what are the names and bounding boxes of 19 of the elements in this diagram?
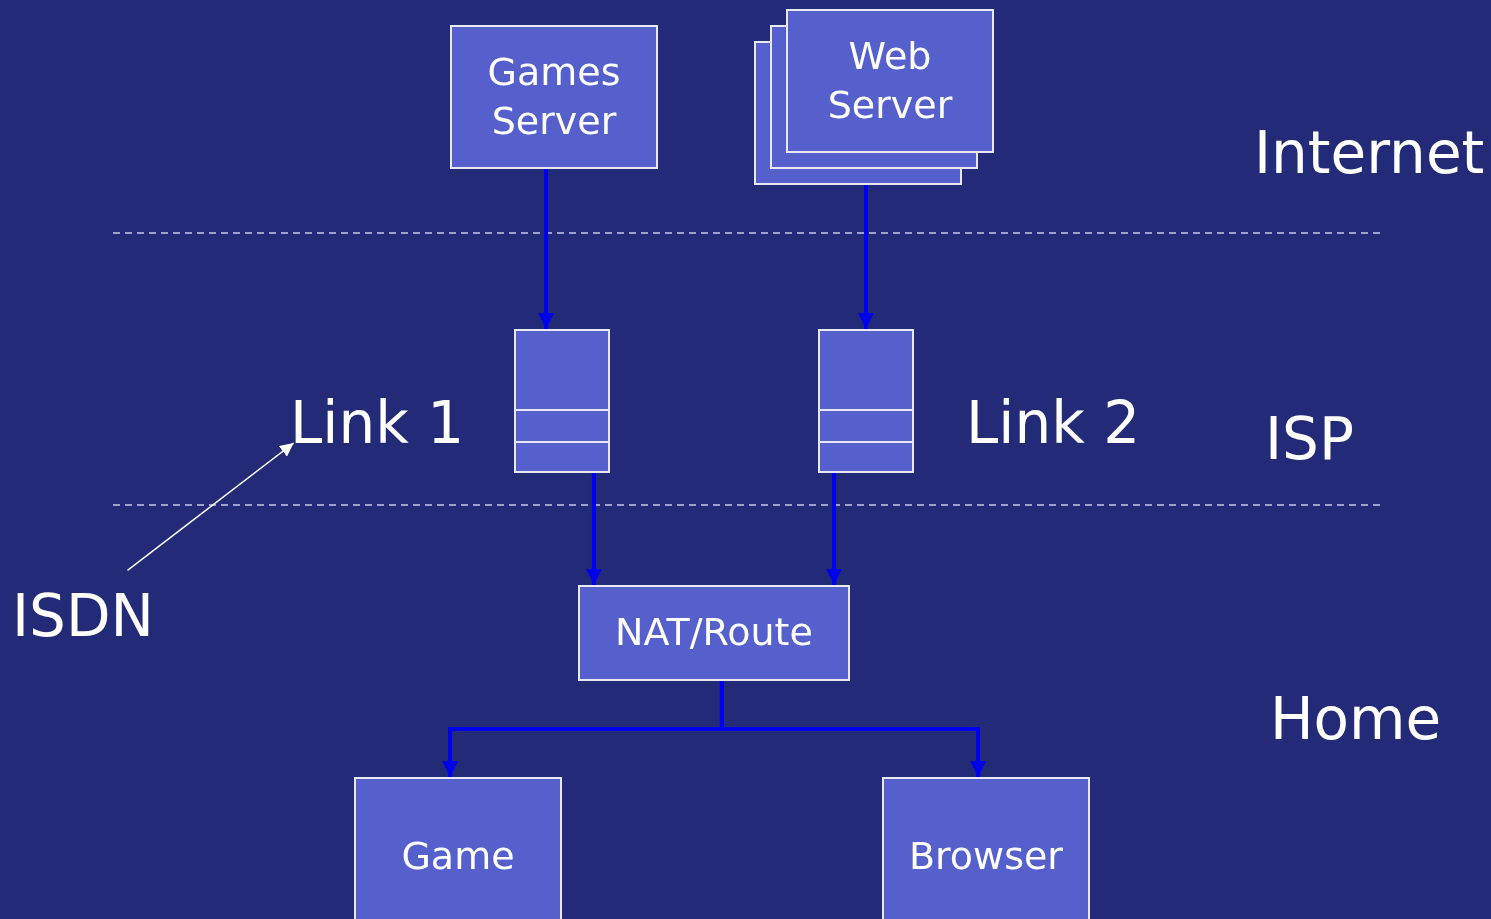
zone-label: Home: [1270, 688, 1442, 752]
connector-arrow: [719, 681, 987, 777]
queue-box: [818, 329, 914, 473]
device-box: Game: [354, 777, 562, 919]
stacked-server-box: Web Server: [786, 9, 994, 153]
connector-arrow: [858, 185, 874, 329]
link-label: Link 2: [966, 392, 1141, 456]
connector-arrow: [538, 169, 555, 329]
device-box: Browser: [882, 777, 1090, 919]
zone-label: Internet: [1254, 122, 1485, 186]
isdn-label: ISDN: [12, 585, 162, 655]
server-box: Games Server: [450, 25, 658, 169]
connector-arrow: [826, 473, 843, 585]
connector-arrow: [585, 473, 602, 585]
leader-arrow: [126, 442, 295, 572]
router-box: NAT/Route: [578, 585, 850, 681]
queue-box: [514, 329, 610, 473]
link-label: Link 1: [290, 392, 470, 462]
zone-label: ISP: [1265, 408, 1354, 472]
